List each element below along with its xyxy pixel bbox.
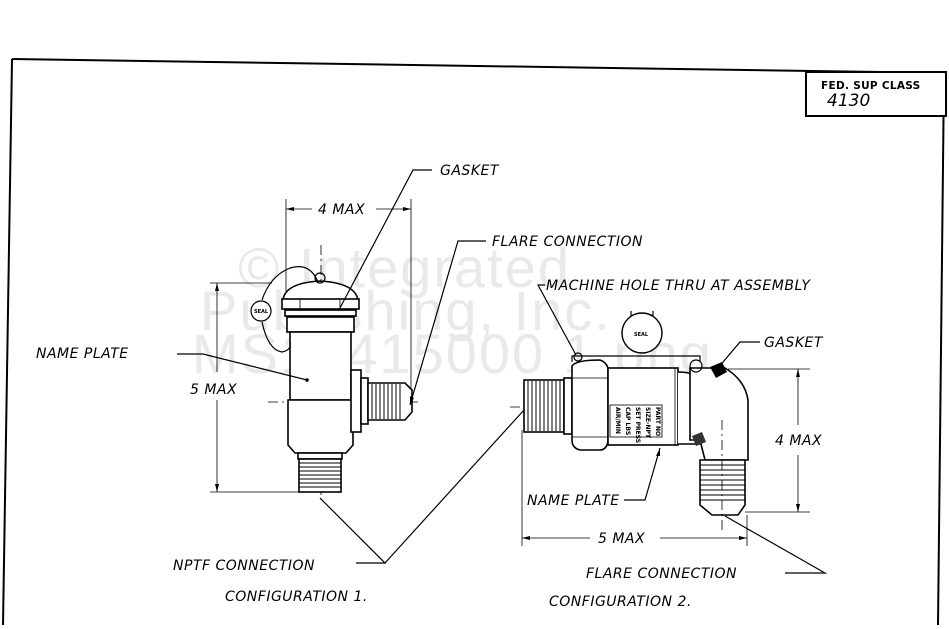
- name-plate-line-2: CAP LBS: [624, 407, 631, 435]
- dim-width-config-1: 4 MAX: [285, 199, 412, 405]
- name-plate-line-4: SIZE-NPT: [644, 407, 651, 439]
- dim-width-config-2: 5 MAX: [521, 430, 748, 547]
- seal-tag-config-1: [250, 300, 272, 322]
- seal-tag-config-2: [621, 312, 663, 354]
- elbow-fitting: [689, 367, 749, 461]
- label-machine-hole: MACHINE HOLE THRU AT ASSEMBLY: [546, 278, 811, 294]
- cap-hex: [281, 298, 360, 310]
- leader-gasket-config-2: GASKET: [717, 335, 824, 369]
- border-top: [11, 58, 947, 74]
- leader-machine-hole: MACHINE HOLE THRU AT ASSEMBLY: [536, 278, 811, 356]
- cap-base: [286, 316, 355, 333]
- valve-body-config-2: AIR/MIN CAP LBS SET PRESS SIZE-NPT PART …: [523, 311, 749, 530]
- seal-tag-label-config-2: SEAL: [634, 332, 649, 338]
- dim-height-config-2: 4 MAX: [728, 368, 822, 513]
- upper-body: [289, 331, 352, 401]
- leader-name-plate-config-1: NAME PLATE: [36, 346, 308, 381]
- leader-flare-config-2: FLARE CONNECTION: [586, 515, 828, 582]
- dim-label-4-max-config-2: 4 MAX: [775, 433, 822, 449]
- leader-name-plate-config-2: NAME PLATE: [527, 447, 661, 509]
- name-plate-line-1: AIR/MIN: [614, 407, 621, 434]
- label-nptf-connection: NPTF CONNECTION: [173, 558, 315, 574]
- caption-configuration-1: CONFIGURATION 1.: [225, 589, 368, 605]
- seal-chain: [261, 266, 319, 301]
- name-plate-line-5: PART NO: [654, 407, 661, 436]
- dim-label-5-max: 5 MAX: [190, 382, 237, 398]
- seal-tag-label: SEAL: [254, 309, 269, 315]
- label-flare-connection-config-1: FLARE CONNECTION: [492, 234, 643, 250]
- gasket-ring: [284, 309, 357, 317]
- class-box-frame: [805, 71, 947, 117]
- leader-flare-config-1: FLARE CONNECTION: [409, 234, 643, 406]
- name-plate-line-3: SET PRESS: [634, 407, 641, 443]
- class-box-number: 4130: [827, 91, 870, 111]
- side-boss: [350, 369, 362, 433]
- dim-label-5-max-config-2: 5 MAX: [598, 531, 645, 547]
- drawing-border: [2, 58, 947, 626]
- cap-dome: [282, 280, 359, 301]
- label-gasket-config-2: GASKET: [764, 335, 824, 351]
- flare-fitting: [367, 382, 413, 421]
- lower-body: [287, 399, 354, 454]
- border-left: [2, 58, 13, 626]
- flare-outlet: [699, 459, 746, 516]
- label-name-plate-config-2: NAME PLATE: [527, 493, 620, 509]
- configuration-1: 4 MAX 5 MAX: [36, 163, 643, 605]
- leader-gasket-config-1: GASKET: [339, 163, 500, 309]
- leader-nptf: NPTF CONNECTION: [173, 409, 525, 574]
- label-flare-connection-config-2: FLARE CONNECTION: [586, 566, 737, 582]
- dim-height-config-1: 5 MAX: [190, 282, 300, 493]
- configuration-2: AIR/MIN CAP LBS SET PRESS SIZE-NPT PART …: [510, 278, 828, 610]
- valve-body-config-1: SEAL: [250, 266, 413, 493]
- label-gasket-config-1: GASKET: [440, 163, 500, 179]
- hex-nut: [571, 359, 609, 451]
- gasket-config-2: [710, 362, 727, 378]
- border-right: [937, 72, 945, 626]
- class-box: FED. SUP CLASS 4130: [805, 71, 947, 117]
- caption-configuration-2: CONFIGURATION 2.: [549, 594, 692, 610]
- label-name-plate-config-1: NAME PLATE: [36, 346, 129, 362]
- class-box-header: FED. SUP CLASS: [821, 80, 921, 92]
- dim-label-4-max: 4 MAX: [318, 202, 365, 218]
- name-plate-config-2: AIR/MIN CAP LBS SET PRESS SIZE-NPT PART …: [609, 404, 663, 443]
